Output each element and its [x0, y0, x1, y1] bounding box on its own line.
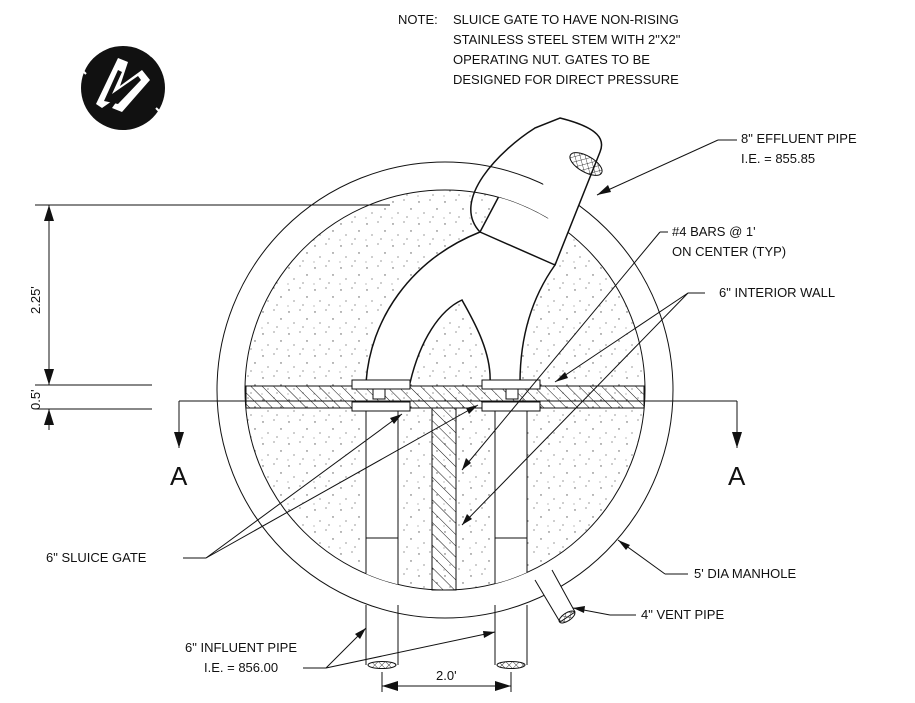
note-line: STAINLESS STEEL STEM WITH 2"X2" — [453, 32, 681, 47]
dimension-pipe-spacing: 2.0' — [436, 668, 457, 683]
leader-lines — [183, 139, 737, 669]
sluice-gate-left — [351, 379, 411, 412]
effluent-pipe — [470, 117, 603, 266]
note-line: DESIGNED FOR DIRECT PRESSURE — [453, 72, 679, 87]
note-prefix: NOTE: — [398, 12, 438, 27]
label-influent-ie: I.E. = 856.00 — [204, 660, 278, 675]
manhole-outer-wall — [216, 161, 674, 619]
label-bars-line1: #4 BARS @ 1' — [672, 224, 756, 239]
label-vent-pipe: 4" VENT PIPE — [641, 607, 724, 622]
north-arrow-icon — [81, 46, 165, 130]
horizontal-dimension — [381, 672, 512, 692]
label-effluent-pipe: 8" EFFLUENT PIPE — [741, 131, 857, 146]
influent-pipes — [365, 605, 528, 669]
label-interior-wall: 6" INTERIOR WALL — [719, 285, 835, 300]
note-line: SLUICE GATE TO HAVE NON-RISING — [453, 12, 679, 27]
label-effluent-ie: I.E. = 855.85 — [741, 151, 815, 166]
label-sluice-gate: 6" SLUICE GATE — [46, 550, 147, 565]
note-line: OPERATING NUT. GATES TO BE — [453, 52, 650, 67]
label-manhole: 5' DIA MANHOLE — [694, 566, 797, 581]
dimension-height-upper: 2.25' — [28, 286, 43, 314]
dimension-height-wall: 0.5' — [28, 389, 43, 410]
label-bars-line2: ON CENTER (TYP) — [672, 244, 786, 259]
section-mark-right: A — [728, 461, 746, 491]
vent-pipe — [534, 569, 576, 624]
section-mark-left: A — [170, 461, 188, 491]
interior-wall — [245, 385, 645, 591]
vertical-dimension — [35, 204, 390, 430]
section-cut-line — [174, 400, 742, 448]
label-influent-pipe: 6" INFLUENT PIPE — [185, 640, 297, 655]
